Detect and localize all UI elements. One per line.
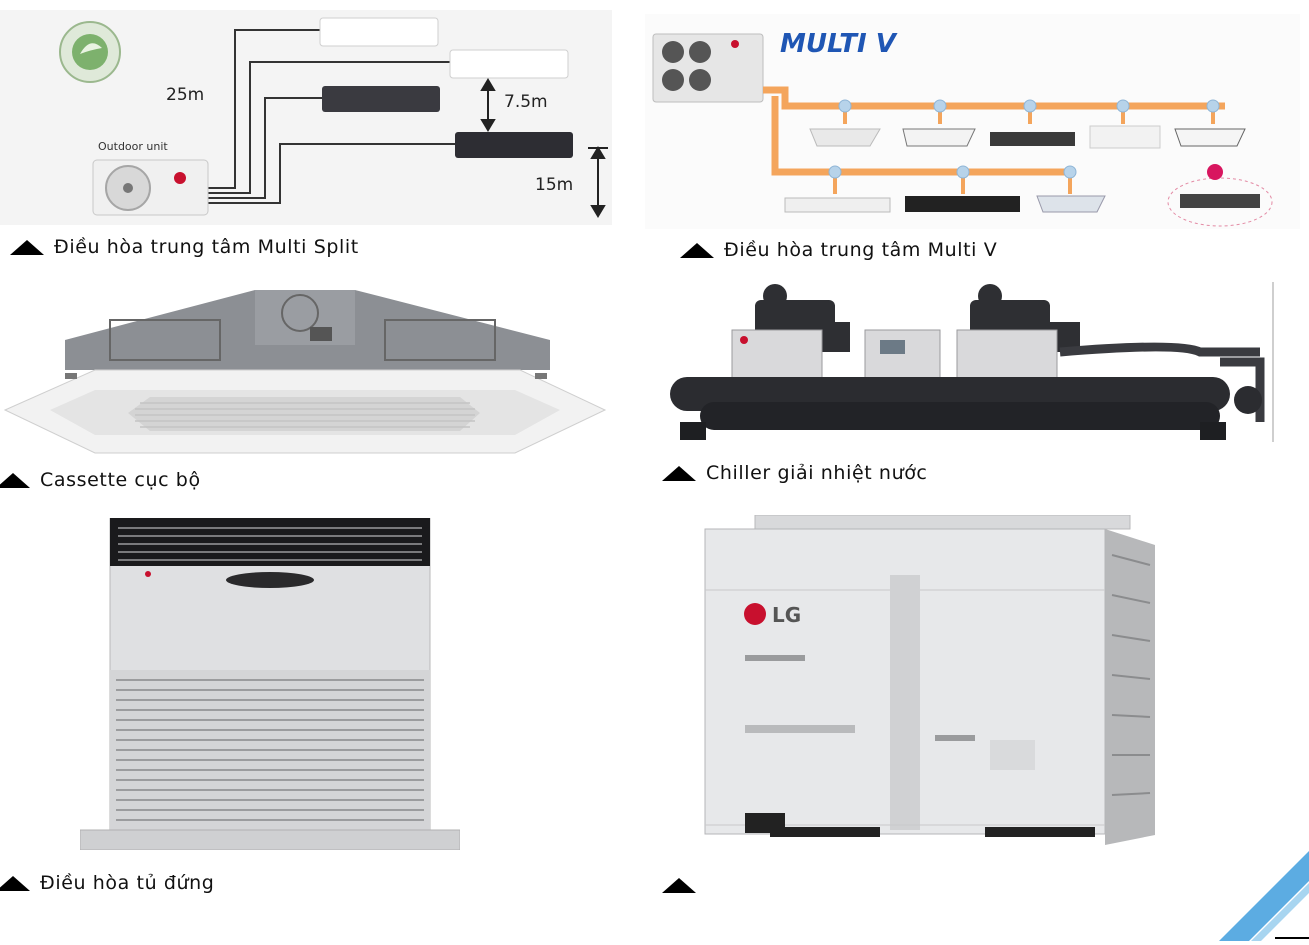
floor-standing-figure: [79, 517, 461, 851]
indoor-duct: [990, 132, 1075, 146]
outdoor-height-label: 15m: [535, 175, 573, 195]
display-panel: [226, 572, 314, 588]
triangle-marker-icon: [10, 239, 44, 255]
chiller-unit-image: [670, 282, 1274, 442]
triangle-marker-icon: [680, 242, 714, 258]
caption-text: Điều hòa tủ đứng: [40, 872, 215, 894]
indoor-cassette-2: [902, 128, 976, 147]
air-intake-grille: [116, 679, 424, 821]
wifi-badge-icon: [1207, 164, 1223, 180]
height-arrow-15m: [588, 146, 608, 218]
indoor-cassette-3: [1174, 128, 1246, 147]
lg-logo-icon: [145, 571, 151, 577]
multi-v-logo: MULTI V: [780, 29, 898, 59]
outdoor-unit-label: Outdoor unit: [98, 140, 168, 153]
caption-text: Chiller giải nhiệt nước: [706, 462, 928, 484]
cassette-unit-image: [3, 290, 607, 454]
outdoor-unit: [92, 159, 209, 216]
caption-cassette: Cassette cục bộ: [0, 469, 201, 491]
triangle-marker-icon: [662, 878, 696, 893]
multi-v-pipes: [763, 86, 1225, 176]
eco-badge-icon: [59, 21, 121, 83]
watermark-ribbon-graphic: [1219, 851, 1309, 941]
indoor-wall-unit: [1089, 125, 1161, 149]
caption-multi-v: Điều hòa trung tâm Multi V: [680, 239, 997, 261]
indoor-unit-2: [449, 49, 569, 79]
caption-vrf-outdoor: [662, 878, 706, 893]
indoor-slim-unit: [784, 197, 891, 213]
multi-split-figure: 25m 7.5m 15m Outdoor unit: [0, 10, 612, 225]
lg-brand-text: LG: [772, 603, 801, 627]
indoor-unit-1: [319, 17, 439, 47]
lg-logo-icon: [740, 336, 748, 344]
height-arrow-7-5m: [480, 78, 496, 132]
vrf-outdoor-unit-image: LG: [704, 514, 1155, 845]
vrf-outdoor-figure: LG: [700, 514, 1165, 855]
refrigerant-pipes: [208, 29, 458, 204]
control-box-3: [956, 329, 1058, 379]
indoor-height-label: 7.5m: [504, 92, 548, 112]
caption-text: Cassette cục bộ: [40, 469, 201, 491]
lg-logo-icon: [744, 603, 766, 625]
pipe-length-label: 25m: [166, 85, 204, 105]
indoor-ceiling-unit: [1180, 194, 1260, 208]
caption-text: Điều hòa trung tâm Multi V: [724, 239, 998, 261]
caption-chiller: Chiller giải nhiệt nước: [662, 462, 927, 484]
caption-floor-standing: Điều hòa tủ đứng: [0, 872, 214, 894]
highlight-ring: [1167, 177, 1273, 227]
floor-standing-unit-image: [79, 517, 461, 851]
caption-multi-split: Điều hòa trung tâm Multi Split: [10, 236, 359, 258]
lg-logo-icon: [174, 172, 186, 184]
indoor-unit-3: [322, 86, 440, 112]
chiller-figure: [660, 282, 1275, 444]
lg-logo-icon: [731, 40, 739, 48]
indoor-unit-4: [455, 132, 573, 158]
multi-v-branch-joints: [828, 99, 1220, 179]
triangle-marker-icon: [662, 465, 696, 481]
triangle-marker-icon: [0, 875, 30, 891]
multi-v-figure: MULTI V: [645, 14, 1300, 229]
indoor-cassette-1: [809, 128, 881, 147]
watermark-ribbon: [1209, 841, 1309, 945]
cassette-figure: [0, 285, 610, 455]
multi-v-diagram: MULTI V: [645, 14, 1300, 229]
indoor-cassette-4: [1036, 195, 1106, 213]
triangle-marker-icon: [0, 472, 30, 488]
multi-split-diagram: 25m 7.5m 15m Outdoor unit: [0, 10, 612, 225]
indoor-black-unit: [905, 196, 1020, 212]
multi-v-outdoor-unit: [652, 33, 764, 103]
caption-text: Điều hòa trung tâm Multi Split: [54, 236, 359, 258]
